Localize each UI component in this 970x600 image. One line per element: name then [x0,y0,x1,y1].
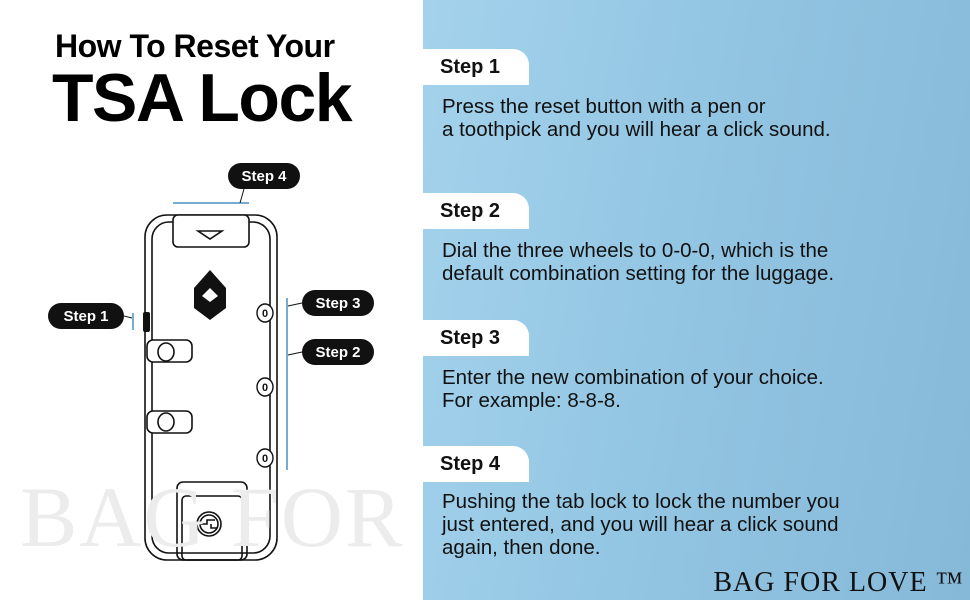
svg-text:Step 1: Step 1 [63,308,108,325]
brand-logo: BAG FOR LOVE ™ [713,567,964,598]
step-1-tab: Step 1 [423,49,529,85]
step-2-tab: Step 2 [423,193,529,229]
wheel-digit: 0 [262,308,268,320]
svg-text:Step 2: Step 2 [315,344,360,361]
callout-step3: Step 3 [302,290,374,316]
svg-text:Step 3: Step 3 [315,295,360,312]
watermark: BAG FOR LOVE ™ [20,469,423,565]
dial-wheels [256,303,274,468]
page-title-line2: TSA Lock [52,60,353,136]
callout-step1: Step 1 [48,303,124,329]
callout-step2: Step 2 [302,339,374,365]
step-2-description: Dial the three wheels to 0-0-0, which is… [442,239,835,285]
wheel-digit: 0 [262,453,268,465]
step-4-tab: Step 4 [423,446,529,482]
instructions-panel: Step 1 Press the reset button with a pen… [423,0,970,600]
illustration-panel: How To Reset Your TSA Lock 0 0 [0,0,423,600]
wheel-digit: 0 [262,382,268,394]
callout-step4: Step 4 [228,163,300,189]
page-title-line1: How To Reset Your [55,28,335,64]
step-3-tab: Step 3 [423,320,529,356]
svg-text:Step 4: Step 4 [241,168,287,185]
step-4-description: Pushing the tab lock to lock the number … [442,490,840,559]
tsa-diamond-logo [194,270,226,320]
tsa-lock-diagram: 0 0 0 Step 4 Step 1 Step 3 Step 2 [48,163,374,561]
step-3-description: Enter the new combination of your choice… [442,366,824,412]
